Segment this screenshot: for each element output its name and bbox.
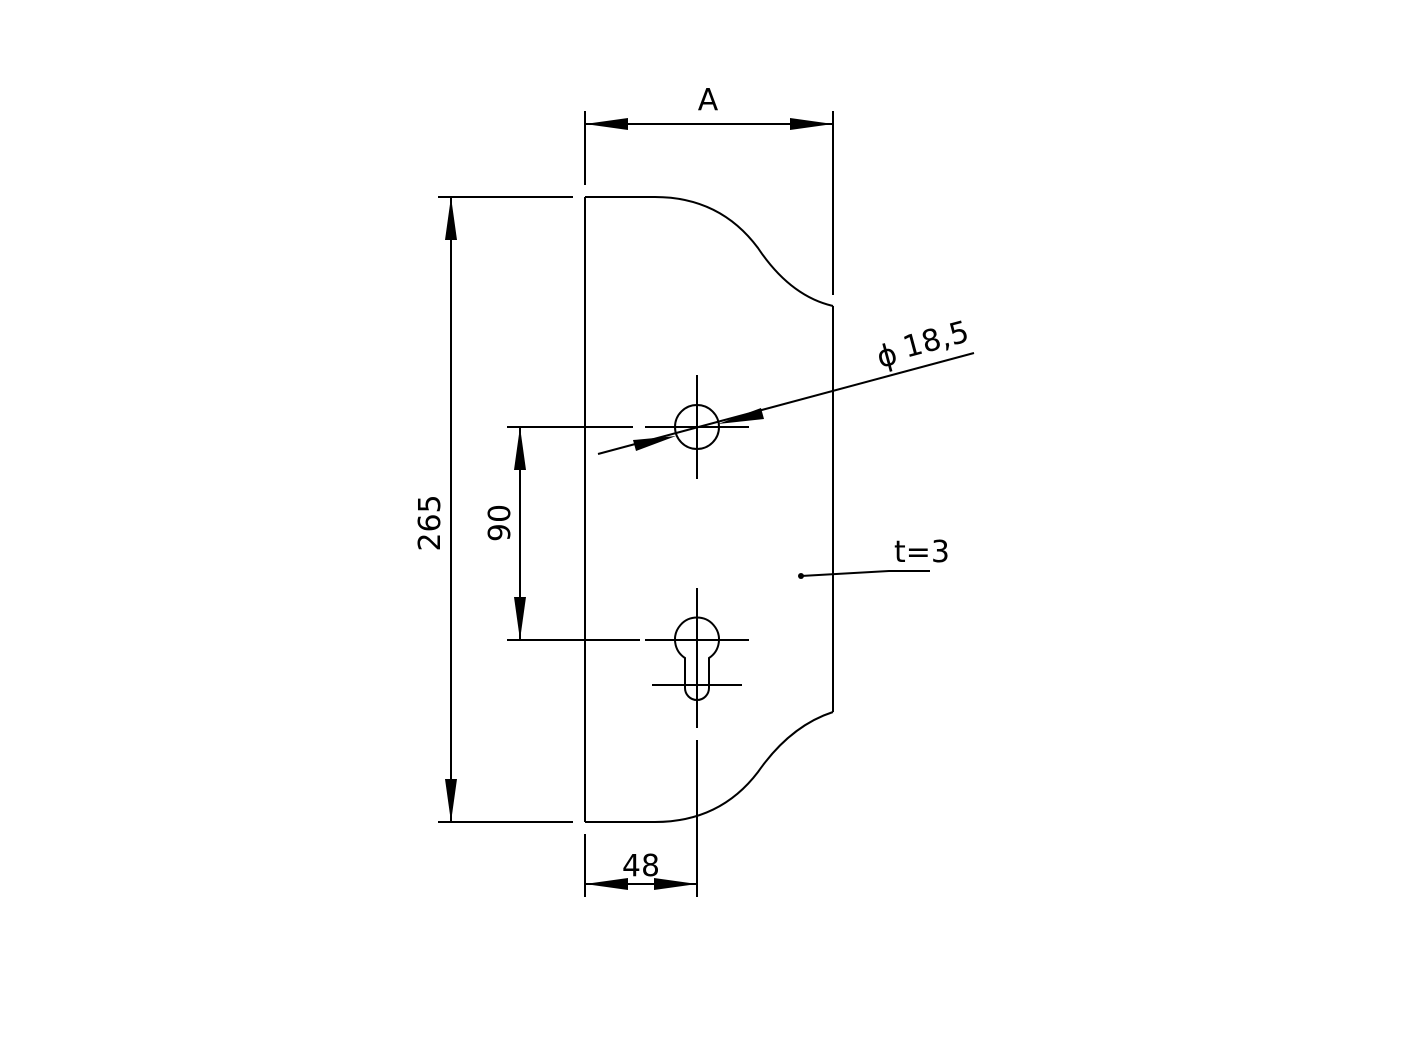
thickness-note: t=3 <box>798 535 950 579</box>
keyhole-cutout <box>645 588 749 728</box>
plate-outline <box>584 196 834 823</box>
dimension-width-a: A <box>584 83 834 295</box>
dimension-offset-48: 48 <box>584 740 698 897</box>
height-label: 265 <box>413 494 448 551</box>
spacing-label: 90 <box>483 504 518 542</box>
thickness-label: t=3 <box>894 535 950 570</box>
dimension-diameter: ϕ 18,5 <box>597 314 975 455</box>
dimension-height-265: 265 <box>413 196 573 823</box>
diameter-label: 18,5 <box>899 314 973 365</box>
diameter-symbol: ϕ <box>873 337 901 376</box>
dimension-spacing-90: 90 <box>483 426 640 641</box>
offset-label: 48 <box>622 849 660 884</box>
width-label: A <box>698 83 719 118</box>
